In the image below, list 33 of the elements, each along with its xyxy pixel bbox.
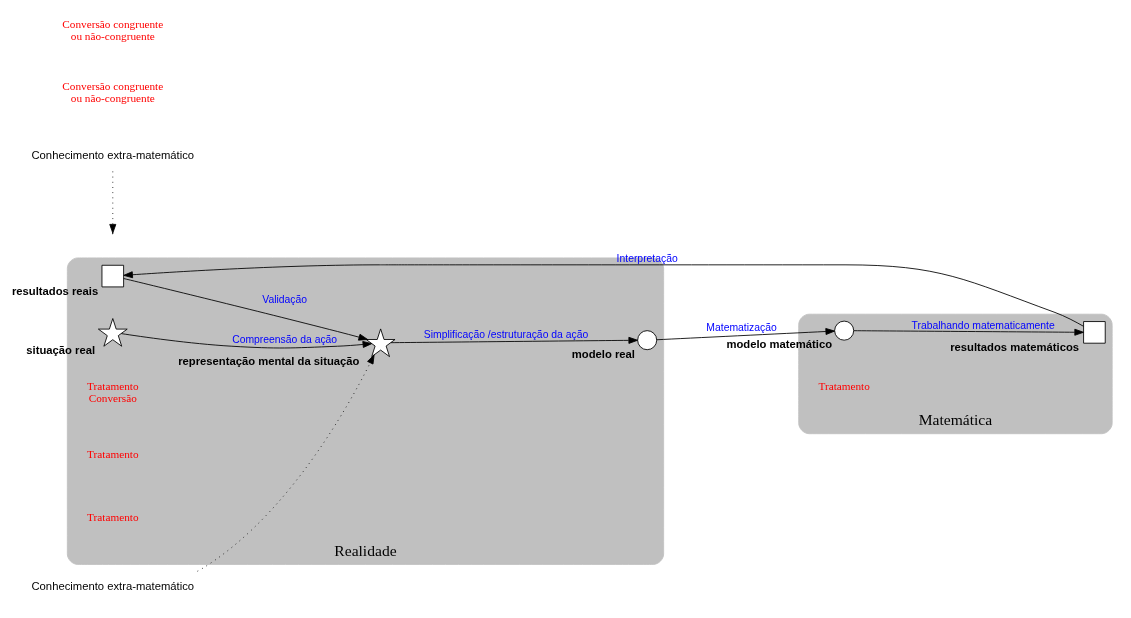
node-box	[101, 264, 125, 288]
node-label: situação real	[26, 344, 96, 357]
label: Tratamento	[87, 448, 139, 461]
node-label: modelo matemático	[726, 338, 833, 351]
node-label: modelo real	[571, 347, 635, 360]
arrow	[853, 328, 1084, 336]
label: Conversão congruente ou não-congruente	[62, 80, 164, 105]
node-circle	[637, 330, 658, 351]
arrow	[123, 278, 368, 341]
edge-label: Matematização	[706, 322, 777, 334]
edge-label: Validação	[262, 293, 308, 305]
node-text: Conhecimento extra-matemático	[31, 579, 195, 592]
edge-label: Compreensão da ação	[232, 334, 338, 346]
edge-label: Simplificação /estruturação da ação	[423, 329, 589, 341]
arrow	[390, 336, 638, 344]
label: Tratamento Conversão	[87, 379, 139, 404]
arrow	[123, 264, 1084, 327]
label: Tratamento	[87, 510, 139, 523]
edge-label: Interpretação	[616, 252, 678, 264]
node-label: resultados matemáticos	[950, 341, 1080, 354]
node-box	[1083, 321, 1106, 344]
node-star	[97, 318, 128, 347]
arrow	[109, 171, 117, 234]
label: Conversão congruente ou não-congruente	[62, 17, 164, 43]
node-circle	[834, 320, 855, 341]
node-label: resultados reais	[11, 285, 99, 298]
label: Tratamento	[818, 379, 870, 392]
arrow	[120, 333, 373, 349]
node-label: representação mental da situação	[178, 354, 360, 367]
node-star	[365, 328, 396, 358]
edge-label: Trabalhando matematicamente	[911, 319, 1055, 331]
arrow	[656, 328, 835, 341]
node-text: Conhecimento extra-matemático	[31, 148, 195, 161]
